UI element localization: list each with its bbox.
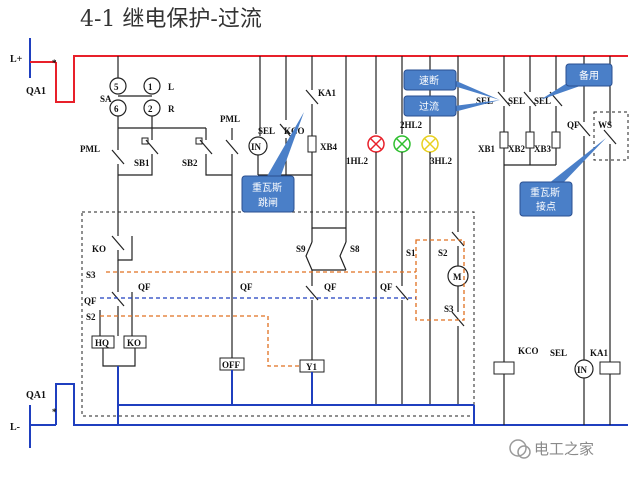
sel-a-label: SEL <box>476 96 493 106</box>
sb2-label: SB2 <box>182 158 198 168</box>
s3b-label: S3 <box>444 304 454 314</box>
ko-box-label: KO <box>127 338 141 348</box>
callout-standby-text: 备用 <box>579 69 599 82</box>
kco-bottom-label: KCO <box>518 346 539 356</box>
close-circuit-mid: SB2 PML OFF QF <box>152 114 253 405</box>
callout-gas-trip: 重瓦斯 跳闸 <box>241 112 304 213</box>
s2-label: S2 <box>86 312 96 322</box>
sel1-label: SEL <box>258 126 275 136</box>
hl1-label: 1HL2 <box>346 156 369 166</box>
rail-positive-label: L+ <box>10 54 23 65</box>
negative-rail: L- QA1 * <box>10 383 628 448</box>
protection-column: SEL IN KCO KA1 XB4 <box>248 56 338 176</box>
callout-quick-overcurrent: 速断 过流 <box>403 69 500 117</box>
sel-b-label: SEL <box>508 96 525 106</box>
s3-label: S3 <box>86 270 96 280</box>
signal-lamps: 1HL2 2HL2 QF 3HL2 <box>346 56 453 405</box>
qf-d-label: QF <box>324 282 337 292</box>
xb3-label: XB3 <box>534 144 552 154</box>
selector-label-r: R <box>168 104 175 114</box>
breaker-top-label: QA1 <box>26 86 46 97</box>
hq-label: HQ <box>95 338 109 348</box>
callout-standby: 备用 <box>540 63 613 100</box>
right-protection-group: SEL XB1 SEL XB2 SEL XB3 QF WS KCO SEL <box>476 56 629 425</box>
trip-circuit: S9 S8 QF Y1 <box>296 56 360 405</box>
y1-label: Y1 <box>306 362 317 372</box>
selector-pos-2: 2 <box>148 104 153 114</box>
qf-e-label: QF <box>380 282 393 292</box>
sel-c-label: SEL <box>534 96 551 106</box>
off-label: OFF <box>222 360 240 370</box>
breaker-bottom-label: QA1 <box>26 390 46 401</box>
breaker-top-mark: * <box>52 58 57 68</box>
s1-label: S1 <box>406 248 416 258</box>
wechat-icon <box>509 439 527 457</box>
s9-label: S9 <box>296 244 306 254</box>
callout-gas-trip-line2: 跳闸 <box>258 196 278 209</box>
selector-label-sa: SA <box>100 94 112 104</box>
ka1-bottom-label: KA1 <box>590 348 609 358</box>
qf-top-label: QF <box>567 120 580 130</box>
breaker-bottom-mark: * <box>52 407 57 417</box>
breaker-mechanism-box <box>81 211 475 417</box>
pml-right-label: PML <box>220 114 240 124</box>
callout-overcurrent: 过流 <box>419 100 439 113</box>
positive-rail: L+ QA1 * <box>10 38 628 103</box>
callout-gas-trip-line1: 重瓦斯 <box>252 181 282 194</box>
qf-a-label: QF <box>138 282 151 292</box>
watermark-text: 电工之家 <box>534 440 594 458</box>
page-title: 4-1 继电保护-过流 <box>80 7 262 32</box>
sb1-label: SB1 <box>134 158 150 168</box>
motor-label: M <box>453 272 462 282</box>
callout-gas-contact: 重瓦斯 接点 <box>519 138 606 217</box>
close-circuit-left: PML SB1 KO QF S3 QF S2 HQ KO <box>80 128 159 425</box>
qf-c-label: QF <box>240 282 253 292</box>
selector-label-l: L <box>168 82 174 92</box>
ws-label: WS <box>598 120 612 130</box>
xb2-label: XB2 <box>508 144 526 154</box>
rail-negative-label: L- <box>10 422 20 433</box>
hl2-label: 2HL2 <box>400 120 423 130</box>
sel-bottom-label: SEL <box>550 348 567 358</box>
hl3-label: 3HL2 <box>430 156 453 166</box>
selector-pos-1: 1 <box>148 82 153 92</box>
ko-label: KO <box>92 244 106 254</box>
in-bottom-label: IN <box>577 365 588 375</box>
motor-dashed-box <box>415 239 465 321</box>
selector-switch: 5 1 L SA 6 2 R <box>100 56 175 129</box>
s8-label: S8 <box>350 244 360 254</box>
callout-quick-break: 速断 <box>419 74 439 87</box>
watermark: 电工之家 <box>509 439 594 459</box>
s2b-label: S2 <box>438 248 448 258</box>
selector-pos-5: 5 <box>114 82 119 92</box>
xb1-label: XB1 <box>478 144 496 154</box>
xb4-label: XB4 <box>320 142 338 152</box>
qf-b-label: QF <box>84 296 97 306</box>
selector-pos-6: 6 <box>114 104 119 114</box>
ka1-label: KA1 <box>318 88 337 98</box>
dashed-link-orange-bottom <box>100 315 300 367</box>
callout-gas-contact-line1: 重瓦斯 <box>530 186 560 199</box>
pml-left-label: PML <box>80 144 100 154</box>
ws-dashed-box <box>593 111 629 161</box>
callout-gas-contact-line2: 接点 <box>536 200 556 213</box>
in-meter-label: IN <box>251 142 262 152</box>
motor-circuit: S1 S2 M S3 <box>406 56 469 405</box>
